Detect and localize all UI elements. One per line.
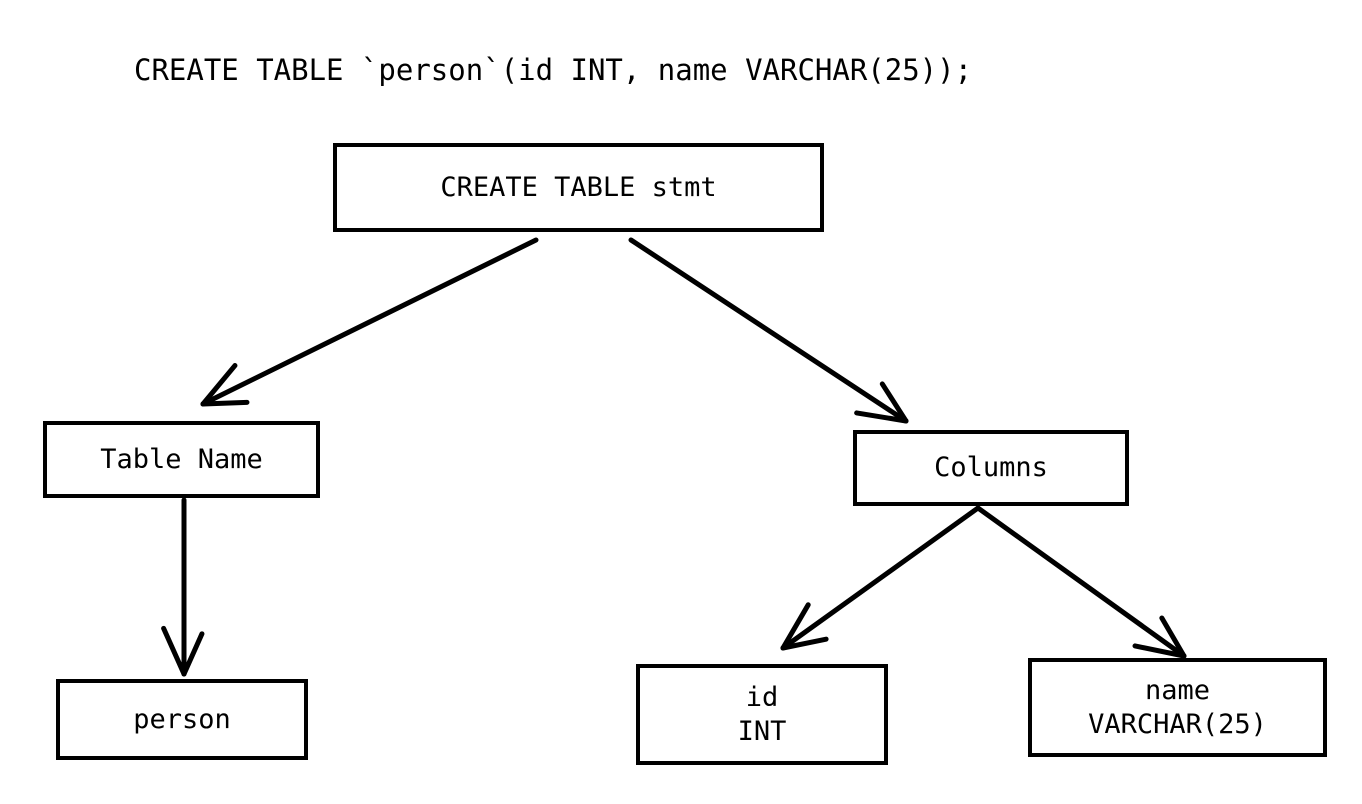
arrowhead-root-to-columns-barb-1	[854, 410, 909, 424]
arrowhead-root-to-table-name-barb-1	[200, 363, 238, 407]
node-column-id[interactable]: id INT	[636, 664, 888, 765]
edge-columns-to-col-id	[780, 505, 981, 651]
arrowhead-columns-to-col-name-barb-0	[1159, 615, 1187, 659]
node-table-name[interactable]: Table Name	[43, 421, 320, 498]
node-person[interactable]: person	[56, 679, 308, 760]
sql-statement-title: CREATE TABLE `person`(id INT, name VARCH…	[134, 53, 973, 87]
arrowhead-table-name-to-person-barb-1	[161, 625, 187, 677]
node-column-id-type: INT	[737, 715, 787, 747]
edge-root-to-table-name	[200, 237, 539, 407]
arrowhead-root-to-columns-barb-0	[879, 381, 909, 424]
arrowhead-columns-to-col-name-barb-1	[1132, 643, 1187, 659]
arrowhead-root-to-table-name-barb-0	[200, 399, 250, 407]
arrowhead-columns-to-col-id-barb-1	[780, 602, 811, 651]
node-column-id-name: id	[745, 681, 779, 713]
node-root[interactable]: CREATE TABLE stmt	[333, 143, 824, 232]
node-person-label: person	[133, 703, 231, 735]
node-column-name-name: name	[1144, 674, 1211, 706]
node-columns[interactable]: Columns	[853, 430, 1129, 506]
node-column-name-type: VARCHAR(25)	[1088, 708, 1267, 740]
node-table-name-label: Table Name	[100, 443, 263, 475]
arrowhead-table-name-to-person-barb-0	[181, 631, 205, 677]
node-column-name[interactable]: name VARCHAR(25)	[1028, 658, 1327, 757]
arrowhead-columns-to-col-id-barb-0	[780, 636, 829, 651]
node-root-label: CREATE TABLE stmt	[440, 171, 717, 203]
edge-root-to-columns	[628, 237, 909, 424]
node-columns-label: Columns	[934, 452, 1048, 483]
edge-columns-to-col-name	[975, 505, 1187, 659]
